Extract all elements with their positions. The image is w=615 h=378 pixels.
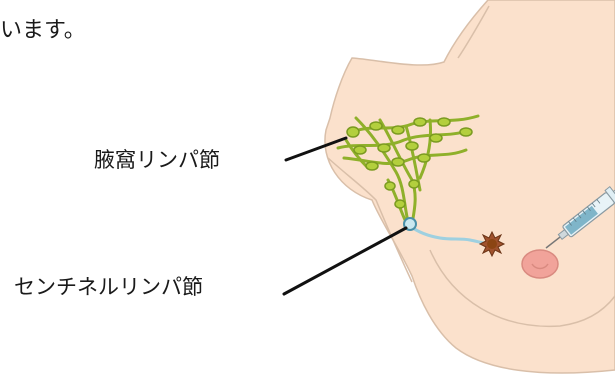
lymph-node — [409, 180, 419, 188]
heading-fragment: います。 — [0, 20, 86, 42]
lymph-node — [378, 144, 390, 152]
label-axillary-lymph-nodes: 腋窩リンパ節 — [94, 150, 220, 171]
lymph-node — [395, 200, 405, 208]
lymph-node — [460, 128, 472, 136]
lymph-node — [414, 118, 426, 126]
lymph-node — [406, 142, 418, 150]
lymph-node — [418, 154, 430, 162]
lymph-node — [392, 126, 404, 134]
lymph-node — [430, 134, 442, 142]
tumor-icon — [480, 232, 504, 256]
lymph-node — [385, 182, 395, 190]
lymph-node — [347, 127, 359, 137]
lymph-node — [370, 122, 382, 130]
label-sentinel-lymph-node: センチネルリンパ節 — [14, 277, 203, 298]
lymph-node — [366, 162, 378, 170]
lymph-node — [354, 146, 366, 154]
nipple-icon — [522, 250, 558, 278]
pointer-line-sentinel — [284, 228, 406, 294]
torso-skin — [325, 0, 615, 373]
lymph-node — [438, 118, 450, 126]
lymph-node — [392, 158, 404, 166]
